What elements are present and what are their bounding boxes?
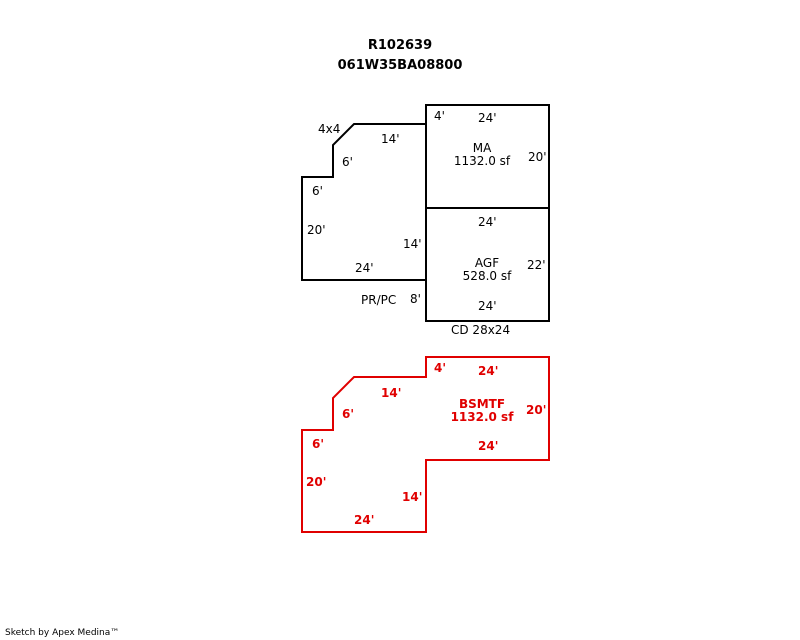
pr-label: PR/PC (361, 293, 397, 307)
agf-name: AGF (474, 256, 500, 270)
dim-agf-right-22: 22' (527, 258, 546, 272)
bsmt-dim-top-24: 24' (478, 364, 499, 378)
dim-left-6a: 6' (342, 155, 353, 169)
bsmt-dim-left-20: 20' (306, 475, 327, 489)
bsmt-dim-bottom-24: 24' (354, 513, 375, 527)
dim-bottom-24: 24' (355, 261, 374, 275)
dim-left-20: 20' (307, 223, 326, 237)
bsmt-dim-inner-24: 24' (478, 439, 499, 453)
dim-pr-8: 8' (410, 292, 421, 306)
bsmt-dim-left-6a: 6' (342, 407, 355, 421)
bsmt-dim-top-4: 4' (434, 361, 447, 375)
dim-agf-top-24: 24' (478, 215, 497, 229)
agf-area: 528.0 sf (462, 269, 512, 283)
bsmt-dim-right-20: 20' (526, 403, 547, 417)
ma-label: MA 1132.0 sf (450, 142, 514, 168)
agf-label: AGF 528.0 sf (455, 257, 519, 283)
bsmt-label: BSMTF 1132.0 sf (446, 398, 518, 424)
bsmt-dim-left-6b: 6' (312, 437, 325, 451)
ma-name: MA (472, 141, 492, 155)
footer-credit: Sketch by Apex Medina™ (5, 628, 120, 638)
chamfer-label: 4x4 (318, 122, 341, 136)
dim-left-6b: 6' (312, 184, 323, 198)
bsmt-dim-inner-14: 14' (402, 490, 423, 504)
ma-area: 1132.0 sf (453, 154, 511, 168)
agf-outline (425, 207, 550, 322)
dim-top-24: 24' (478, 111, 497, 125)
bsmt-dim-step-14: 14' (381, 386, 402, 400)
dim-step-14: 14' (381, 132, 400, 146)
account-number: 061W35BA08800 (337, 58, 463, 73)
parcel-id: R102639 (367, 38, 433, 53)
dim-ma-right-20: 20' (528, 150, 547, 164)
dim-agf-left-14: 14' (403, 237, 422, 251)
dim-top-4: 4' (434, 109, 445, 123)
bsmt-area: 1132.0 sf (450, 410, 514, 424)
cd-label: CD 28x24 (451, 323, 511, 337)
ma-left-outline (301, 123, 426, 281)
bsmt-outline (301, 356, 550, 533)
bsmt-name: BSMTF (458, 397, 506, 411)
dim-agf-bottom-24: 24' (478, 299, 497, 313)
